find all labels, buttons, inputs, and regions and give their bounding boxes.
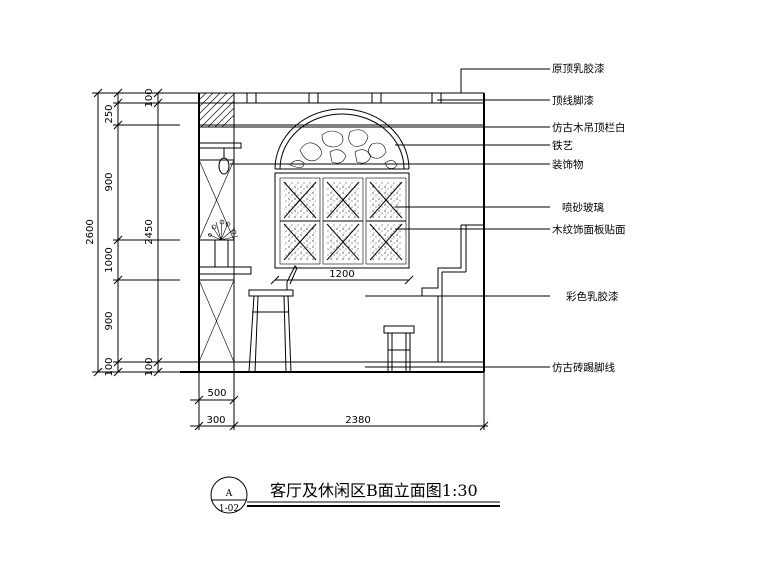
dim-bottom: 500 300 2380 [190, 372, 489, 431]
label-frosted-glass: 喷砂玻璃 [562, 201, 604, 214]
dim-inner-2: 900 [104, 172, 115, 191]
dim-inner-1: 250 [104, 104, 115, 123]
dim-mid: 100 2450 100 [144, 88, 163, 377]
tall-bar-stool [248, 265, 298, 373]
annotation-labels: 原顶乳胶漆 顶线脚漆 仿古木吊顶栏白 铁艺 装饰物 喷砂玻璃 木纹饰面板贴面 彩… [552, 62, 626, 374]
dim-total-height: 2600 [85, 219, 96, 244]
dim-mid-bottom: 100 [144, 357, 155, 376]
dim-inner-4: 900 [104, 311, 115, 330]
ceiling-beams [246, 92, 442, 104]
dim-bottom-2380: 2380 [345, 415, 370, 426]
label-skirting: 仿古砖踢脚线 [552, 361, 615, 374]
leader-lines [230, 68, 550, 368]
dim-window-width: 1200 [329, 269, 354, 280]
left-column [198, 92, 252, 373]
title-tag-sheet: 1-02 [219, 504, 239, 514]
label-decoration: 装饰物 [552, 158, 584, 171]
dim-window: 1200 [270, 269, 414, 285]
label-ceiling-paint: 原顶乳胶漆 [552, 62, 605, 75]
arched-window [274, 108, 410, 269]
label-ironwork: 铁艺 [552, 139, 573, 152]
dim-inner-5: 100 [104, 357, 115, 376]
label-color-paint: 彩色乳胶漆 [566, 290, 619, 303]
label-wood-veneer: 木纹饰面板贴面 [552, 223, 626, 236]
right-cabinet [421, 224, 484, 362]
label-cornice: 顶线脚漆 [552, 94, 594, 107]
dim-mid-top: 100 [144, 88, 155, 107]
title-tag-letter: A [225, 489, 233, 499]
dim-left-inner: 250 900 1000 900 100 [104, 88, 180, 377]
drawing-title: 客厅及休闲区B面立面图1:30 [270, 481, 478, 500]
dim-bottom-300: 300 [206, 415, 225, 426]
title-block: A 1-02 客厅及休闲区B面立面图1:30 [210, 476, 500, 514]
dim-left-outer: 2600 [85, 88, 180, 377]
dim-bottom-500: 500 [207, 388, 226, 399]
low-stool [383, 325, 415, 372]
dim-mid-total: 2450 [144, 219, 155, 244]
dim-inner-3: 1000 [104, 247, 115, 272]
label-wood-ceiling: 仿古木吊顶栏白 [552, 121, 626, 134]
